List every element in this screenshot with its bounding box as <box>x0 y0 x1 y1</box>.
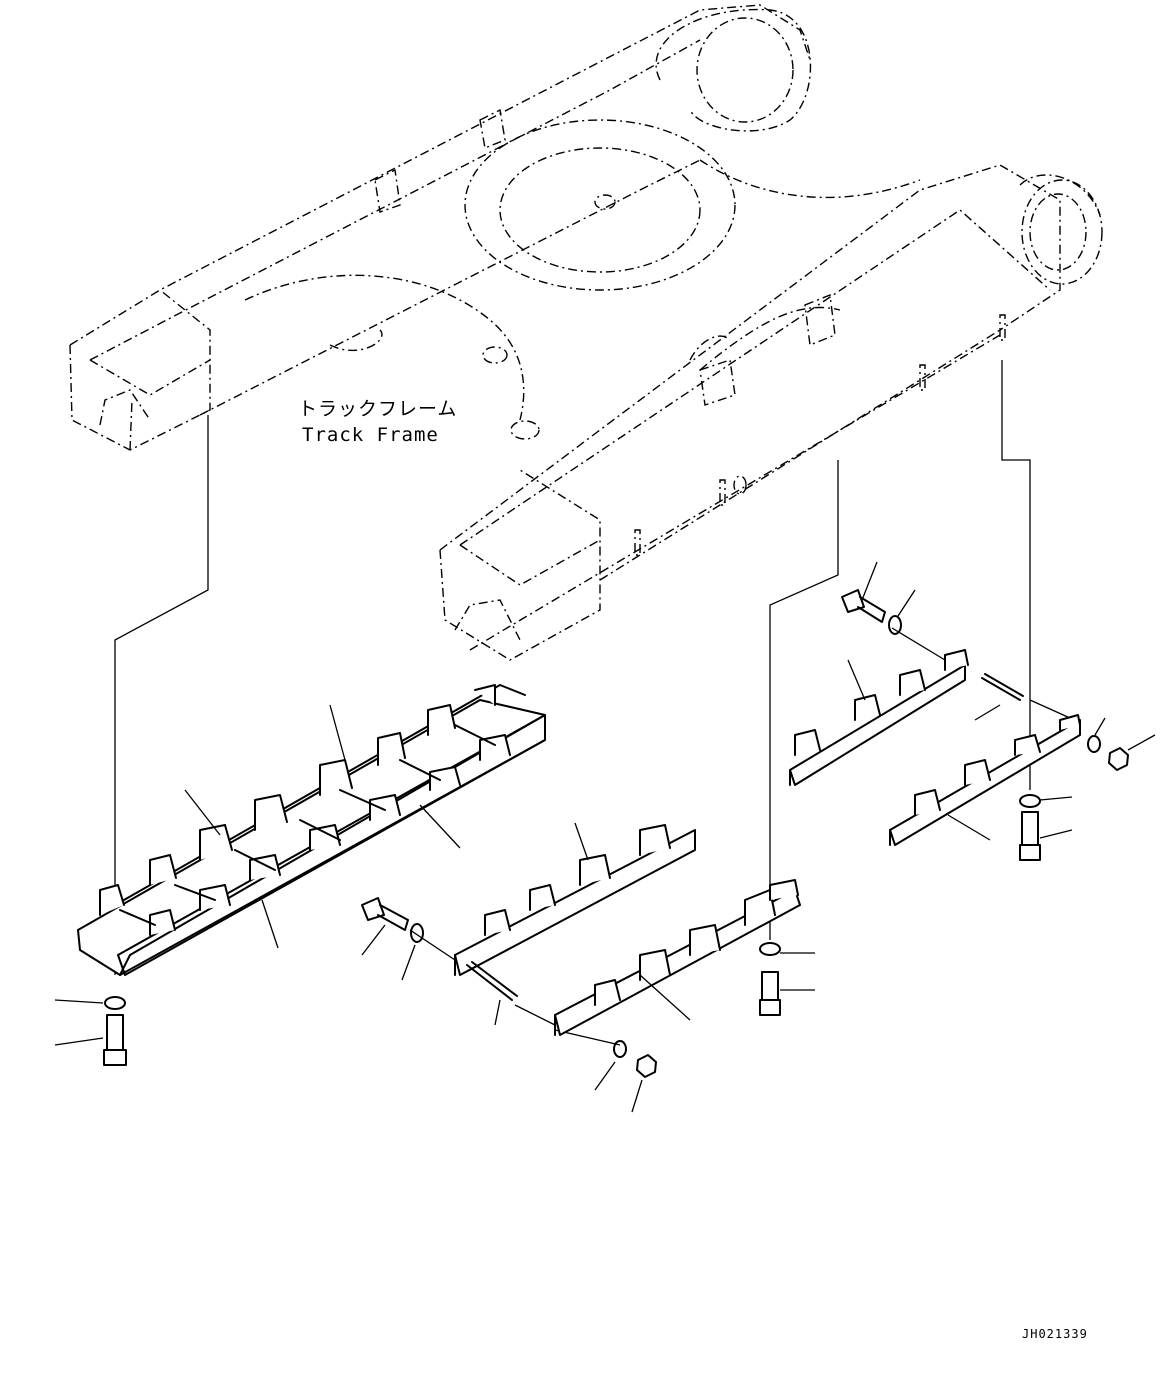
guard-teeth <box>99 704 511 936</box>
track-frame <box>69 4 1103 661</box>
lower-right-guard <box>889 714 1081 846</box>
long-guard-assembly <box>77 684 546 976</box>
leader-lines <box>54 561 1156 1113</box>
upper-right-guard <box>789 649 969 786</box>
upper-center-guard <box>454 824 696 976</box>
hardware <box>103 589 1129 1078</box>
track-frame-label-en: Track Frame <box>302 424 439 446</box>
assembly-lines <box>114 360 1071 1046</box>
lower-center-guard <box>554 879 801 1036</box>
track-frame-label-jp: トラックフレーム <box>298 398 458 420</box>
drawing-code: JH021339 <box>1022 1327 1088 1341</box>
